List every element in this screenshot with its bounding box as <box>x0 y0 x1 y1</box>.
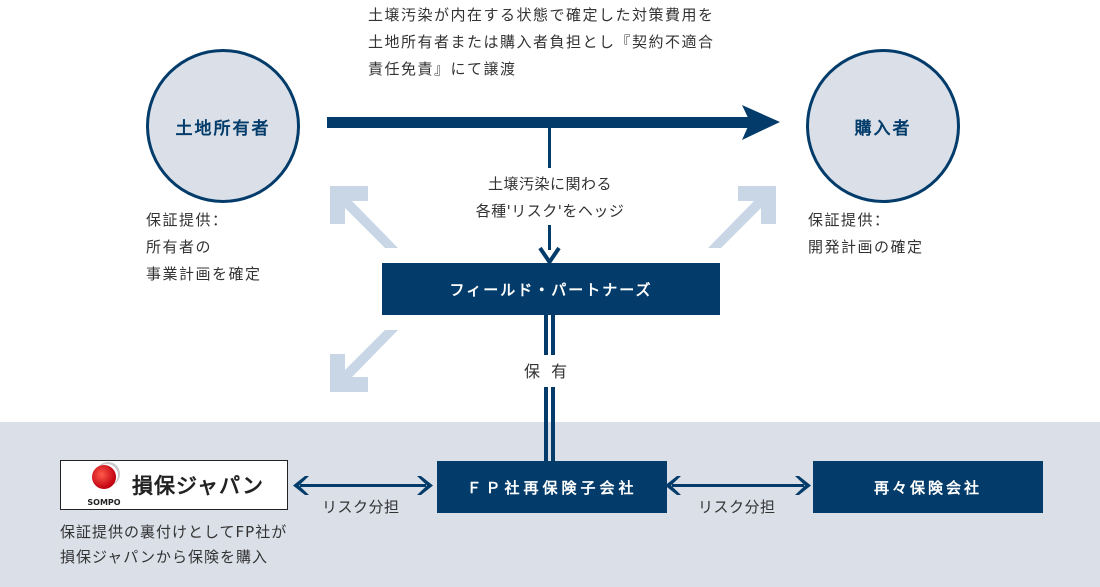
retrocession-label: 再々保険会社 <box>873 478 982 497</box>
landowner-note-line: 所有者の <box>146 238 213 256</box>
guarantee-arrow-to-buyer <box>708 186 776 248</box>
hedge-note: 土壌汚染に関わる 各種'リスク'をヘッジ <box>470 171 630 225</box>
sompo-logo: SOMPO <box>84 463 124 507</box>
transfer-arrow <box>327 105 780 140</box>
transfer-note-line: 土壌汚染が内在する状態で確定した対策費用を <box>368 6 715 24</box>
hedge-arrow <box>538 128 561 266</box>
landowner-note-line: 事業計画を確定 <box>146 265 262 283</box>
holding-label: 保 有 <box>524 362 571 381</box>
arrow-to-sompo <box>330 330 398 392</box>
sompo-name: 損保ジャパン <box>132 474 264 498</box>
sompo-note-line: 損保ジャパンから保険を購入 <box>60 548 269 566</box>
buyer-note-line: 保証提供： <box>808 211 891 229</box>
hedge-note-line: 土壌汚染に関わる <box>487 175 612 193</box>
fp-reinsurance-label: ＦＰ社再保険子会社 <box>466 478 638 497</box>
field-partners-label: フィールド・パートナーズ <box>449 280 653 299</box>
buyer-note-line: 開発計画の確定 <box>808 238 924 256</box>
landowner-note: 保証提供： 所有者の 事業計画を確定 <box>146 207 262 288</box>
retrocession-node: 再々保険会社 <box>813 461 1043 513</box>
risk-share-label-right: リスク分担 <box>698 498 776 516</box>
landowner-node: 土地所有者 <box>146 49 300 203</box>
landowner-label: 土地所有者 <box>175 118 271 139</box>
transfer-note-line: 責任免責』にて譲渡 <box>368 60 517 78</box>
risk-share-label-left: リスク分担 <box>322 498 400 516</box>
transfer-note: 土壌汚染が内在する状態で確定した対策費用を 土地所有者または購入者負担とし『契約… <box>368 2 715 83</box>
buyer-node: 購入者 <box>806 49 960 203</box>
sompo-note: 保証提供の裏付けとしてFP社が 損保ジャパンから保険を購入 <box>60 520 287 570</box>
sompo-wordmark: SOMPO <box>87 498 121 507</box>
risk-share-arrow-left <box>293 476 433 495</box>
risk-share-arrow-right <box>665 476 811 495</box>
holding-line <box>544 315 555 461</box>
buyer-note: 保証提供： 開発計画の確定 <box>808 207 924 261</box>
guarantee-arrow-to-landowner <box>330 186 398 248</box>
sompo-japan-node: SOMPO 損保ジャパン <box>60 460 288 510</box>
hedge-note-line: 各種'リスク'をヘッジ <box>475 202 625 220</box>
field-partners-node: フィールド・パートナーズ <box>382 263 720 315</box>
transfer-note-line: 土地所有者または購入者負担とし『契約不適合 <box>368 33 715 51</box>
sompo-note-line: 保証提供の裏付けとしてFP社が <box>60 523 288 541</box>
landowner-note-line: 保証提供： <box>146 211 229 229</box>
buyer-label: 購入者 <box>854 118 912 139</box>
sompo-logo-icon <box>92 465 116 489</box>
fp-reinsurance-node: ＦＰ社再保険子会社 <box>437 461 667 513</box>
